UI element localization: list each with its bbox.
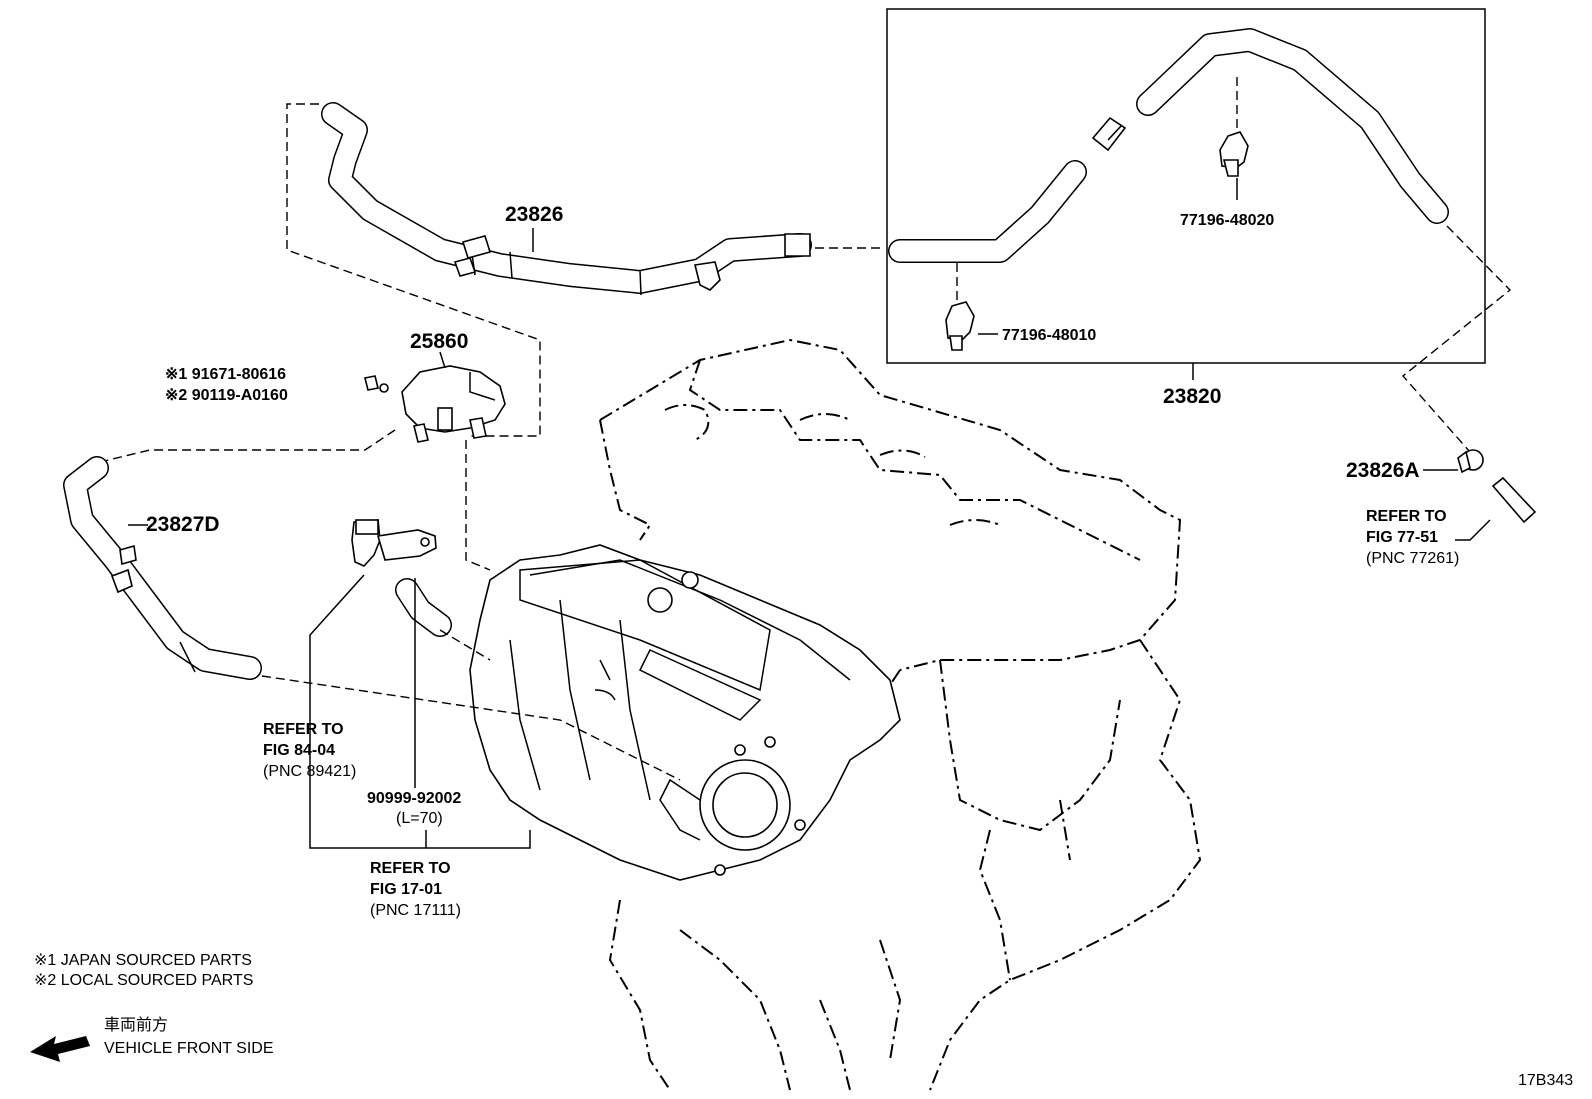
label-23826: 23826 [505, 203, 563, 226]
ref-84-04-line2: FIG 84-04 [263, 742, 335, 759]
label-77196-48020: 77196-48020 [1180, 212, 1274, 229]
bolt-icon [364, 375, 389, 393]
label-bolt-2: ※2 90119-A0160 [165, 387, 288, 404]
sensor-icon [351, 519, 437, 567]
clip-23826a [1457, 449, 1484, 474]
label-77196-48010: 77196-48010 [1002, 327, 1096, 344]
front-label-jp: 車両前方 [104, 1016, 168, 1034]
hose-23827d [63, 456, 262, 680]
ref-77-51-line2: FIG 77-51 [1366, 529, 1438, 546]
figure-id: 17B343 [1518, 1072, 1573, 1089]
legend-note-2: ※2 LOCAL SOURCED PARTS [34, 972, 253, 989]
label-25860: 25860 [410, 330, 468, 353]
label-23820: 23820 [1163, 385, 1221, 408]
ref-17-01-line1: REFER TO [370, 860, 451, 877]
hose-23826 [321, 102, 812, 296]
hose-icon [1455, 476, 1537, 541]
label-23826a: 23826A [1346, 459, 1420, 482]
intake-manifold-icon [469, 544, 901, 881]
hose-90999-icon [395, 578, 452, 637]
legend-note-1: ※1 JAPAN SOURCED PARTS [34, 952, 252, 969]
ref-84-04-line1: REFER TO [263, 721, 344, 738]
hose-23820 [888, 28, 1449, 263]
label-90999-length: (L=70) [396, 810, 443, 827]
label-bolt-1: ※1 91671-80616 [165, 366, 286, 383]
assembly-box-23820 [886, 8, 1486, 364]
front-arrow-icon [30, 1036, 90, 1062]
ref-77-51-line1: REFER TO [1366, 508, 1447, 525]
ref-17-01-line3: (PNC 17111) [370, 902, 461, 919]
ref-17-01-line2: FIG 17-01 [370, 881, 442, 898]
clamp-icon [945, 131, 1249, 351]
label-90999-92002: 90999-92002 [367, 790, 461, 807]
label-23827d: 23827D [146, 513, 220, 536]
ref-77-51-line3: (PNC 77261) [1366, 550, 1459, 567]
valve-icon [401, 365, 506, 443]
ref-84-04-line3: (PNC 89421) [263, 763, 356, 780]
front-label-en: VEHICLE FRONT SIDE [104, 1040, 274, 1057]
